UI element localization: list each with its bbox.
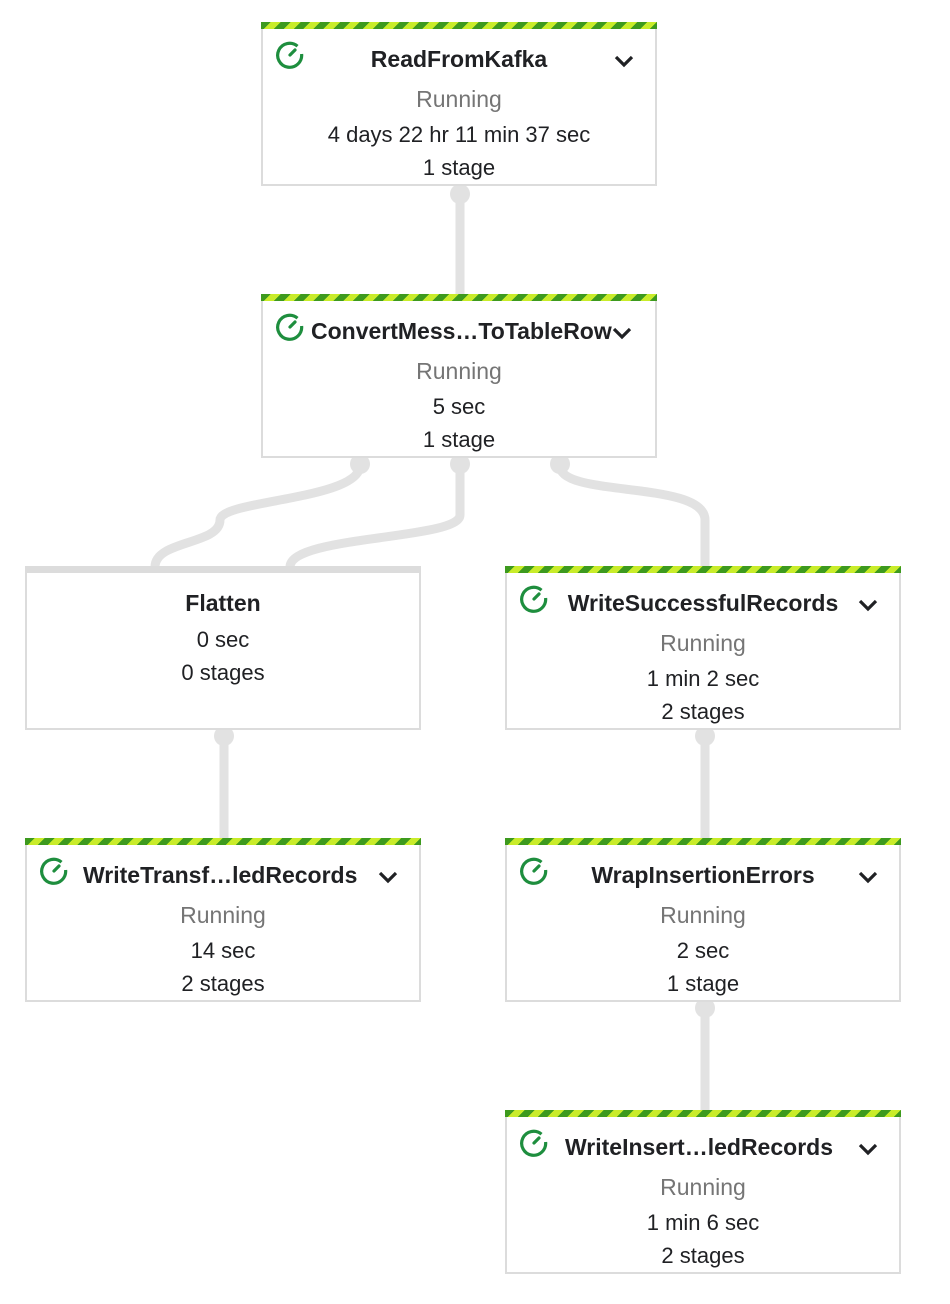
chevron-down-icon[interactable] — [611, 326, 633, 340]
node-status: Running — [416, 86, 502, 112]
chevron-down-icon[interactable] — [613, 54, 635, 68]
chevron-down-icon[interactable] — [857, 870, 879, 884]
idle-stripe — [25, 566, 421, 573]
edge-port — [550, 454, 570, 474]
node-status: Running — [416, 358, 502, 384]
edge-port — [450, 184, 470, 204]
node-duration: 1 min 6 sec — [646, 1210, 760, 1235]
running-stripe — [505, 566, 901, 573]
node-stages: 2 stages — [181, 971, 265, 996]
node-write-insertion-failed-records[interactable]: WriteInsert…ledRecords Running 1 min 6 s… — [505, 1110, 901, 1274]
edge-convert-writesuccessful — [555, 461, 710, 572]
node-duration: 2 sec — [676, 938, 730, 963]
chevron-down-icon[interactable] — [377, 870, 399, 884]
node-stages: 1 stage — [422, 427, 496, 452]
running-icon — [520, 1129, 548, 1157]
node-wrap-insertion-errors[interactable]: WrapInsertionErrors Running 2 sec 1 stag… — [505, 838, 901, 1002]
node-title: WrapInsertionErrors — [591, 862, 815, 888]
running-stripe — [261, 22, 657, 29]
node-title: ReadFromKafka — [370, 46, 548, 72]
edge-port — [695, 726, 715, 746]
node-stages: 1 stage — [422, 155, 496, 180]
node-title: ConvertMess…ToTableRow — [311, 318, 612, 344]
node-convert-to-table-row[interactable]: ConvertMess…ToTableRow Running 5 sec 1 s… — [261, 294, 657, 458]
running-icon — [40, 857, 68, 885]
node-duration: 1 min 2 sec — [646, 666, 760, 691]
running-stripe — [25, 838, 421, 845]
running-stripe — [261, 294, 657, 301]
edge-convert-flatten-1 — [150, 461, 365, 572]
node-status: Running — [660, 1174, 746, 1200]
chevron-down-icon[interactable] — [857, 1142, 879, 1156]
running-icon — [276, 313, 304, 341]
node-read-from-kafka[interactable]: ReadFromKafka Running 4 days 22 hr 11 mi… — [261, 22, 657, 186]
node-duration: 4 days 22 hr 11 min 37 sec — [327, 122, 591, 147]
node-title: WriteSuccessfulRecords — [567, 590, 839, 616]
running-icon — [276, 41, 304, 69]
node-duration: 14 sec — [190, 938, 256, 963]
edge-port — [450, 454, 470, 474]
edge-port — [214, 726, 234, 746]
node-stages: 2 stages — [661, 699, 745, 724]
node-status: Running — [660, 902, 746, 928]
running-icon — [520, 585, 548, 613]
node-status: Running — [180, 902, 266, 928]
node-write-successful-records[interactable]: WriteSuccessfulRecords Running 1 min 2 s… — [505, 566, 901, 730]
running-stripe — [505, 838, 901, 845]
running-icon — [520, 857, 548, 885]
node-status: Running — [660, 630, 746, 656]
node-flatten[interactable]: Flatten 0 sec 0 stages — [25, 566, 421, 730]
node-duration: 0 sec — [196, 627, 250, 652]
edge-port — [350, 454, 370, 474]
running-stripe — [505, 1110, 901, 1117]
node-title: WriteInsert…ledRecords — [565, 1134, 833, 1160]
edge-convert-flatten-2 — [285, 461, 465, 572]
edge-port — [695, 998, 715, 1018]
node-duration: 5 sec — [432, 394, 486, 419]
node-stages: 2 stages — [661, 1243, 745, 1268]
node-title: WriteTransf…ledRecords — [83, 862, 358, 888]
node-stages: 1 stage — [666, 971, 740, 996]
node-stages: 0 stages — [181, 660, 265, 685]
node-write-transformed-records[interactable]: WriteTransf…ledRecords Running 14 sec 2 … — [25, 838, 421, 1002]
chevron-down-icon[interactable] — [857, 598, 879, 612]
node-title: Flatten — [185, 590, 261, 616]
